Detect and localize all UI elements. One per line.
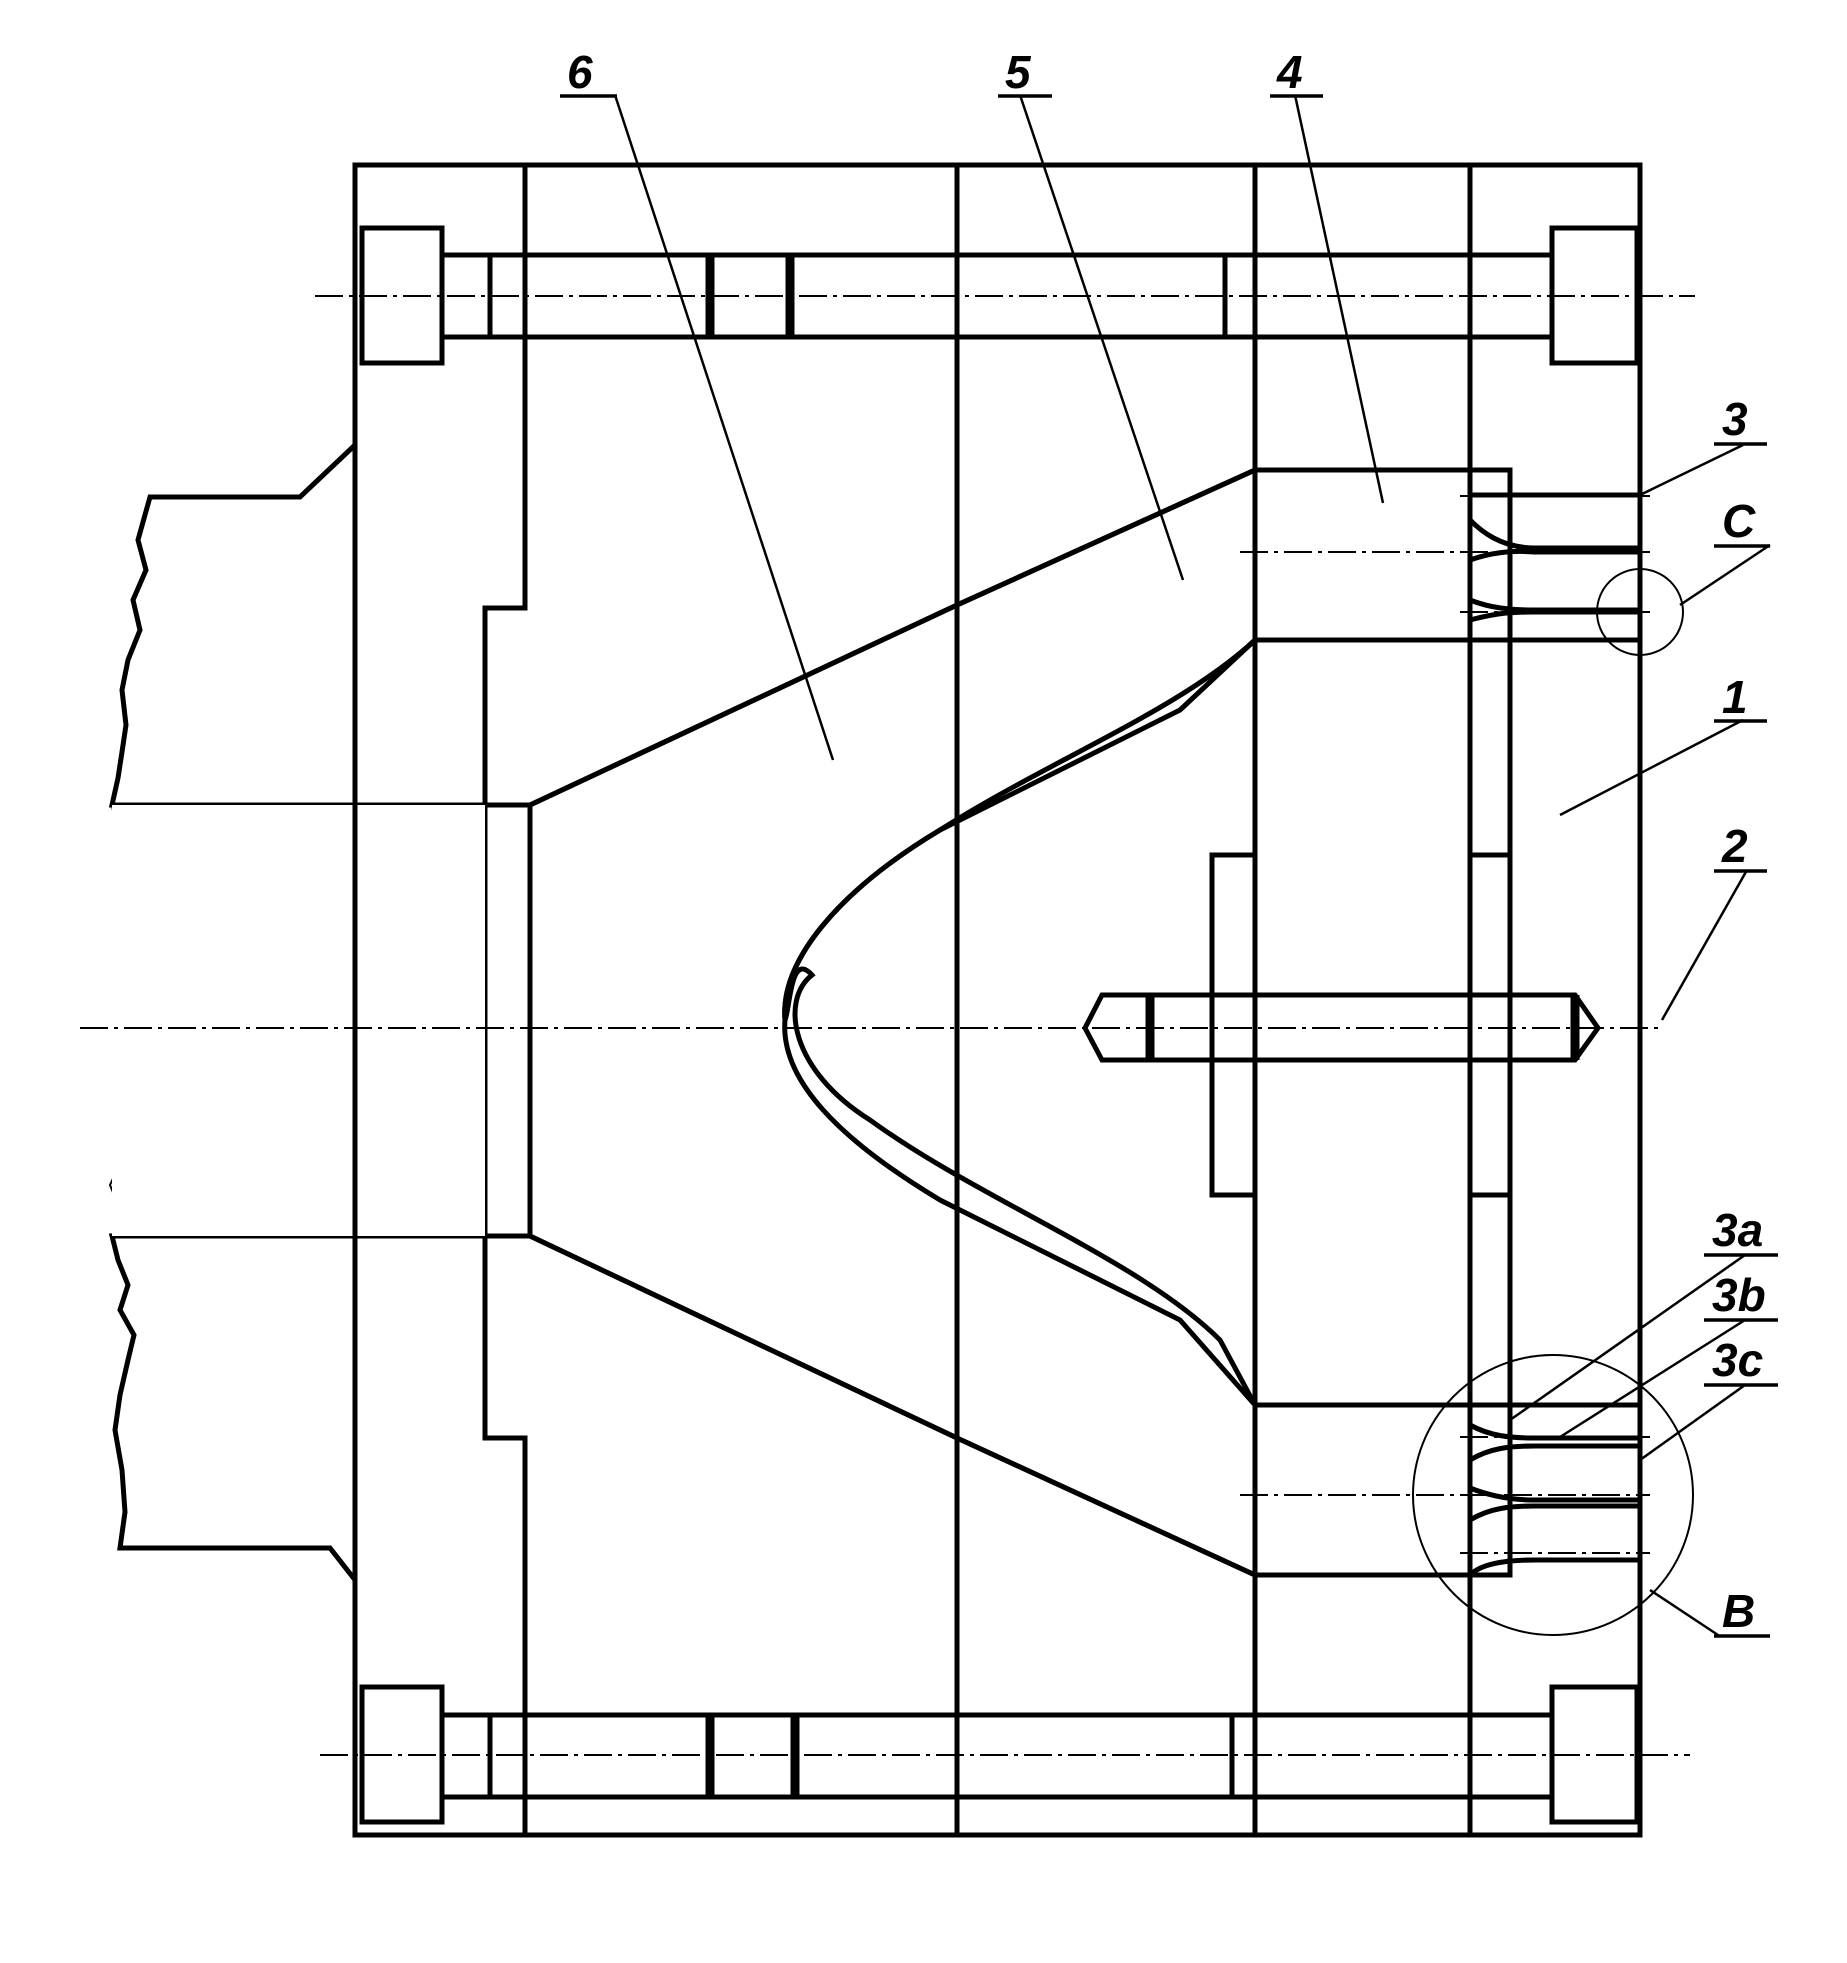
cone-plate-lower	[954, 1434, 1258, 1838]
leader-lines	[613, 94, 1771, 1637]
nozzle-holes-lower	[1240, 1402, 1650, 1582]
leader-3b	[1559, 1318, 1746, 1439]
lower-outlet-channel	[1252, 1402, 1473, 1578]
manifold-plate-4	[1252, 162, 1473, 1838]
label-5: 5	[1005, 46, 1032, 98]
label-b: B	[1722, 1585, 1755, 1637]
nozzle-hole-upper-1	[1467, 492, 1643, 551]
leader-c	[1679, 543, 1771, 607]
label-4: 4	[1276, 46, 1303, 98]
nozzle-hole-lower-2	[1467, 1443, 1643, 1503]
tie-bolt-upper	[315, 225, 1695, 366]
nozzle-hole-upper-2	[1467, 548, 1643, 613]
detail-circle-b	[1412, 1354, 1694, 1636]
melt-channel	[482, 466, 1258, 1579]
pipe-bore	[112, 805, 485, 1236]
label-6: 6	[567, 46, 593, 98]
manifold-plate-upper	[1252, 162, 1473, 473]
tie-bolt-lower	[320, 1684, 1690, 1825]
die-outline	[352, 162, 1643, 1838]
nozzle-hole-upper-3	[1467, 609, 1643, 643]
torpedo-boss	[1209, 852, 1258, 1198]
label-2: 2	[1721, 820, 1748, 872]
leader-3a	[1509, 1253, 1746, 1422]
nozzle-hole-lower-1	[1467, 1402, 1643, 1441]
label-3a: 3a	[1712, 1204, 1763, 1256]
leader-5	[1018, 94, 1185, 581]
die-plate-body	[1467, 162, 1643, 1838]
leader-3	[1639, 443, 1744, 497]
die-plate-1	[1467, 162, 1643, 1838]
inlet-plate-upper	[482, 162, 960, 808]
upper-outlet-channel	[1252, 467, 1473, 643]
plate-joints	[522, 165, 1473, 1835]
label-c: C	[1722, 495, 1756, 547]
leader-2	[1660, 869, 1749, 1021]
flange-lower-half	[108, 1233, 528, 1838]
label-3b: 3b	[1712, 1269, 1766, 1321]
inlet-ring	[482, 802, 533, 1239]
label-3c: 3c	[1712, 1334, 1763, 1386]
leader-3c	[1639, 1383, 1746, 1462]
nozzle-hole-lower-3	[1467, 1503, 1643, 1582]
leader-6	[613, 94, 835, 761]
part-labels: 6 5 4 3 C 1 2 3a 3b 3c B	[560, 46, 1778, 1638]
nozzle-holes-upper	[1240, 492, 1650, 643]
label-1: 1	[1722, 671, 1748, 723]
label-3: 3	[1722, 393, 1748, 445]
leader-1	[1559, 718, 1744, 817]
flange-upper-half	[108, 162, 528, 808]
torpedo-body	[782, 637, 1513, 1408]
leader-b	[1649, 1588, 1719, 1637]
leader-4	[1293, 94, 1385, 504]
